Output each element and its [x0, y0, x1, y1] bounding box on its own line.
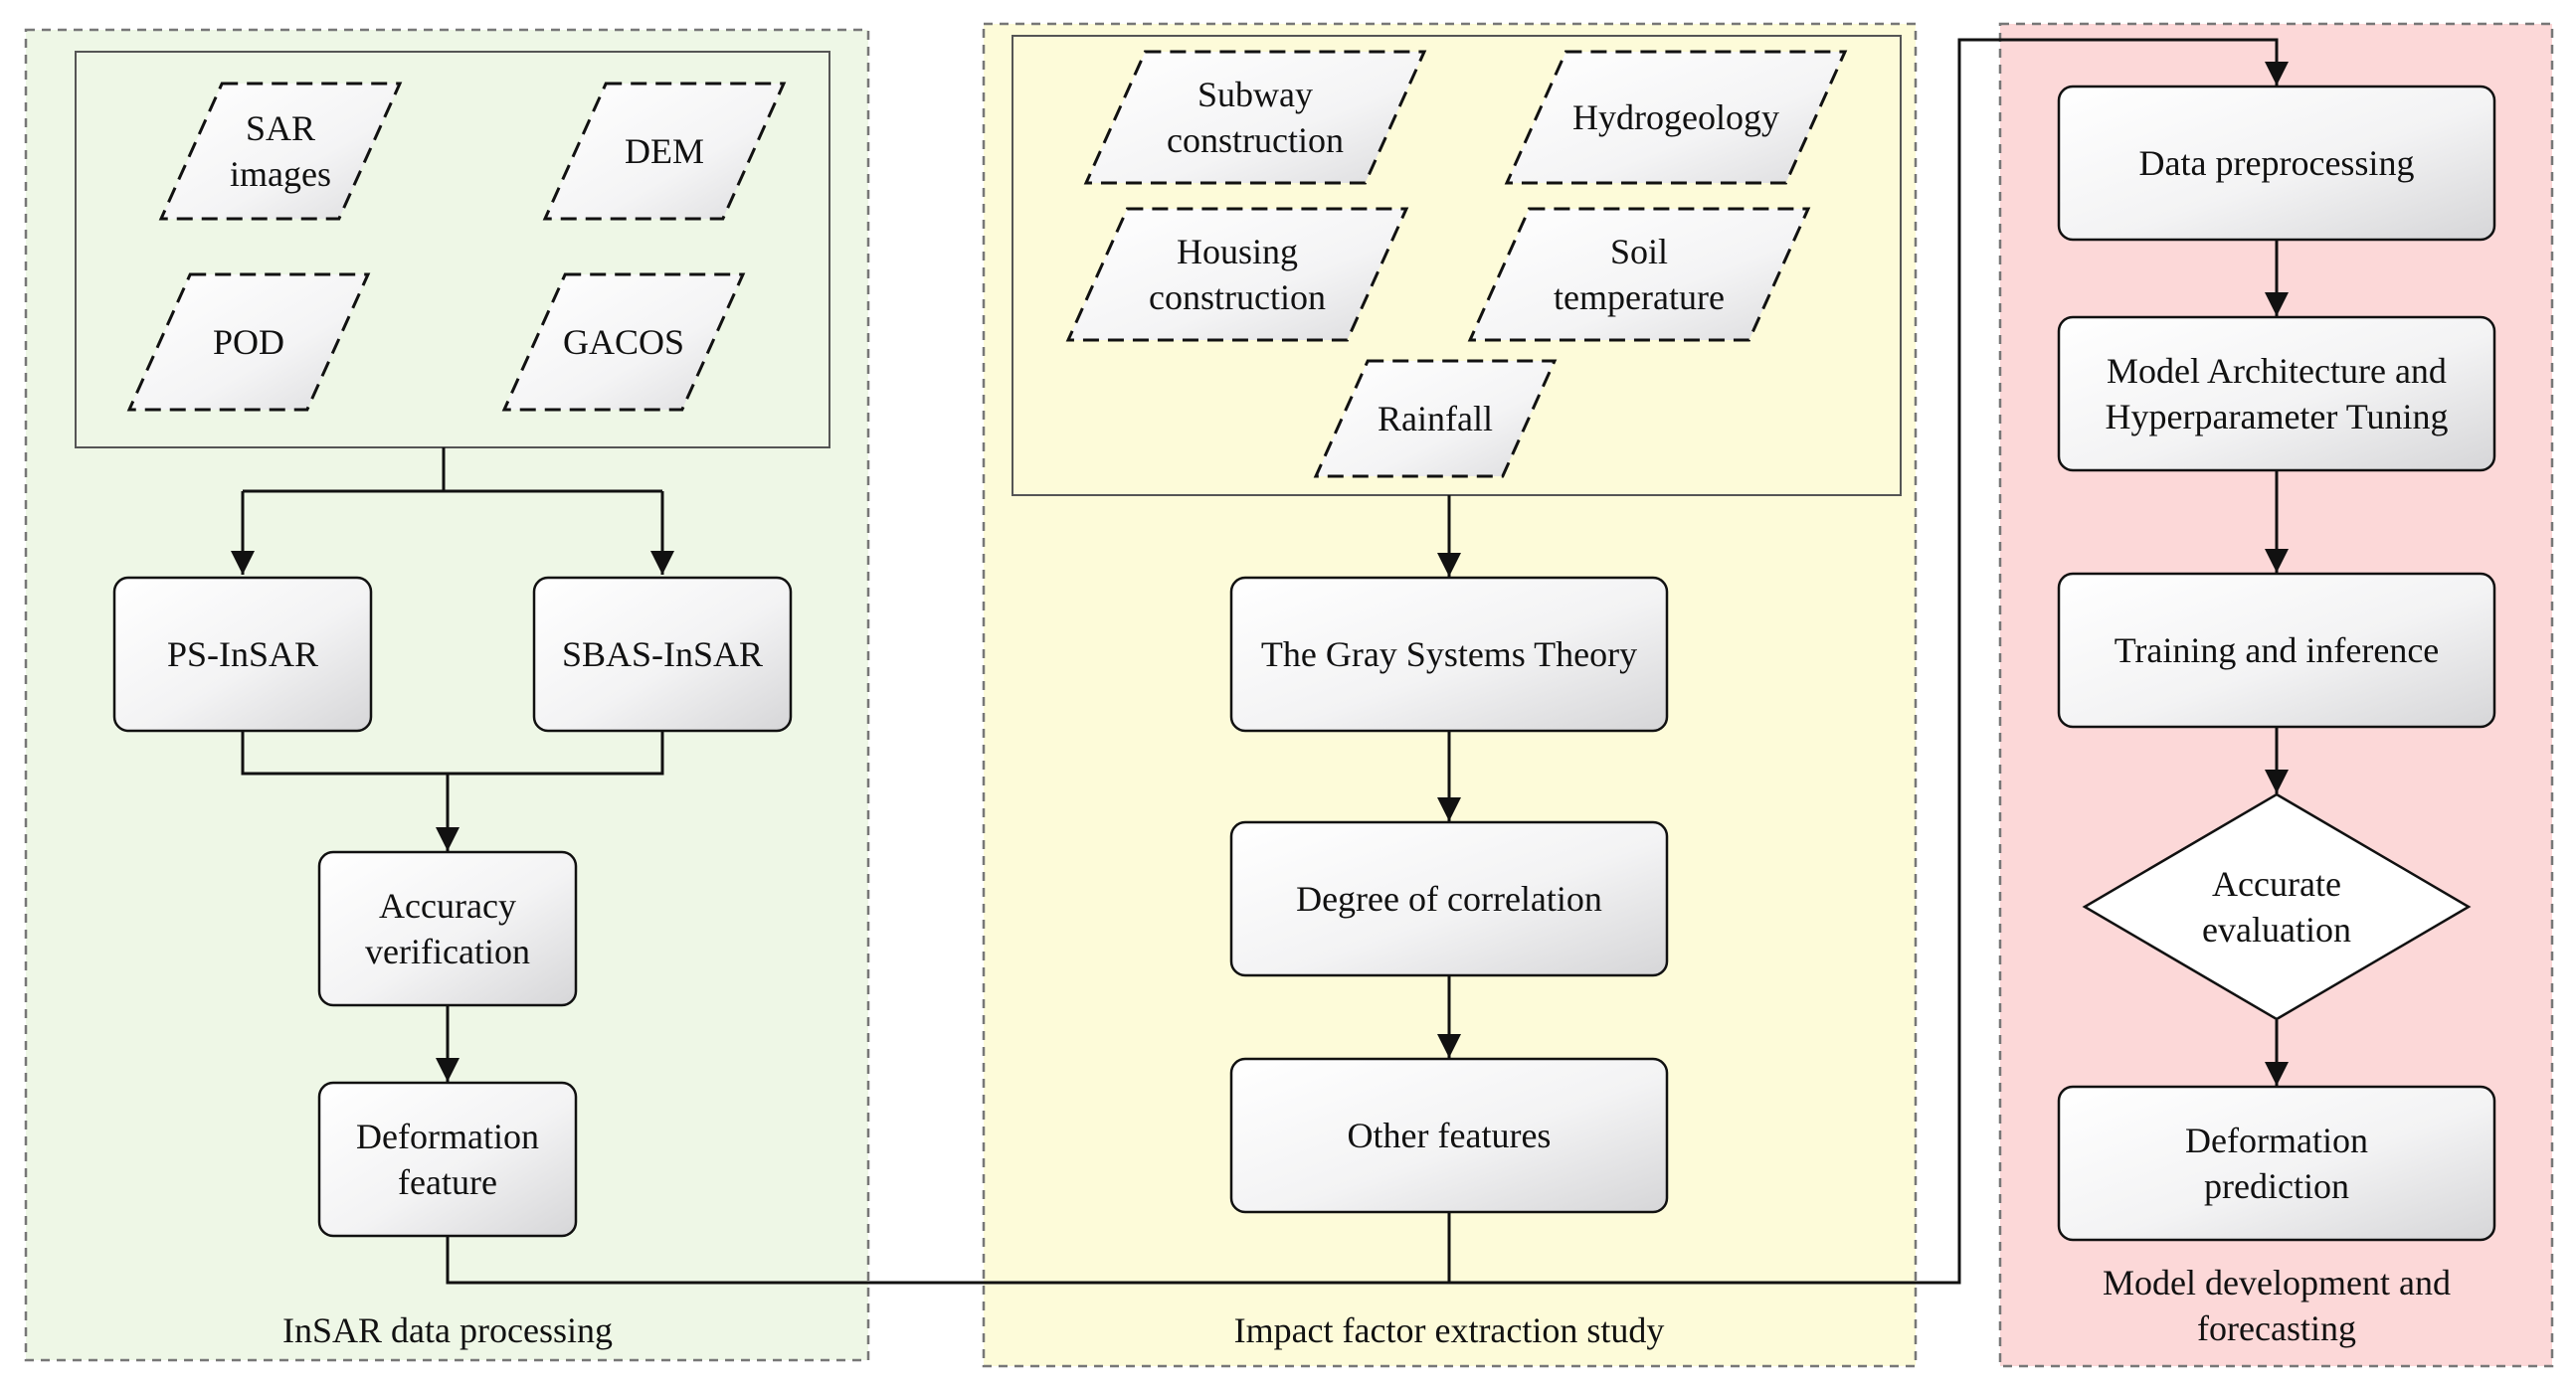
hydrogeology-label: Hydrogeology — [1572, 97, 1779, 137]
deformation-feature-label: feature — [398, 1162, 497, 1202]
sbas-insar-shape — [532, 576, 793, 733]
other-features-node: Other features — [1229, 1057, 1669, 1214]
impact-panel-title: Impact factor extraction study — [1234, 1310, 1665, 1350]
sar-images-label: images — [230, 154, 331, 194]
diagram-nodes: SAR images DEM POD GACOS PS-InSAR SBAS-InSAR Ac… — [112, 50, 2496, 1242]
sbas-insar-label: SBAS-InSAR — [562, 634, 763, 674]
degree-of-correlation-node: Degree of correlation — [1229, 820, 1669, 977]
training-inference-node: Training and inference — [2057, 572, 2496, 729]
model-panel-title-line2: forecasting — [2197, 1308, 2356, 1348]
dem-node: DEM — [542, 82, 787, 221]
pod-node: POD — [126, 272, 371, 412]
model-architecture-label: Model Architecture and — [2107, 351, 2447, 391]
connectors — [231, 38, 2289, 1285]
rainfall-node: Rainfall — [1313, 359, 1558, 478]
accuracy-verification-node: Accuracy verification — [317, 850, 578, 1007]
soil-temperature-shape — [1467, 207, 1811, 342]
deformation-feature-node: Deformation feature — [317, 1081, 578, 1238]
housing-construction-label: construction — [1149, 277, 1326, 317]
rainfall-shape — [1313, 359, 1558, 478]
housing-construction-shape — [1065, 207, 1409, 342]
model-panel-title-line1: Model development and — [2103, 1263, 2451, 1302]
data-preprocessing-shape — [2057, 85, 2496, 242]
hydrogeology-node: Hydrogeology — [1504, 50, 1848, 185]
gray-systems-theory-shape — [1229, 576, 1669, 733]
accuracy-verification-shape — [317, 850, 578, 1007]
dem-shape — [542, 82, 787, 221]
other-features-label: Other features — [1348, 1116, 1552, 1155]
accuracy-verification-label: Accuracy — [379, 886, 516, 926]
training-inference-shape — [2057, 572, 2496, 729]
gacos-label: GACOS — [563, 322, 684, 362]
gacos-node: GACOS — [501, 272, 746, 412]
deformation-feature-shape — [317, 1081, 578, 1238]
sar-images-node: SAR images — [158, 82, 403, 221]
accurate-evaluation-shape — [2082, 792, 2472, 1021]
subway-construction-shape — [1083, 50, 1427, 185]
accuracy-verification-label: verification — [365, 932, 530, 971]
impact-inputs-frame — [1012, 35, 1902, 496]
degree-of-correlation-shape — [1229, 820, 1669, 977]
gray-systems-theory-label: The Gray Systems Theory — [1261, 634, 1637, 674]
deformation-prediction-label: Deformation — [2185, 1121, 2368, 1160]
insar-inputs-frame — [75, 51, 830, 448]
degree-of-correlation-label: Degree of correlation — [1296, 879, 1602, 919]
subway-construction-label: construction — [1167, 120, 1344, 160]
gray-systems-theory-node: The Gray Systems Theory — [1229, 576, 1669, 733]
soil-temperature-label: Soil — [1610, 232, 1668, 271]
deformation-prediction-node: Deformation prediction — [2057, 1085, 2496, 1242]
training-inference-label: Training and inference — [2115, 630, 2440, 670]
gacos-shape — [501, 272, 746, 412]
rainfall-label: Rainfall — [1378, 399, 1493, 438]
model-architecture-shape — [2057, 315, 2496, 472]
pod-shape — [126, 272, 371, 412]
accurate-evaluation-label: Accurate — [2212, 864, 2341, 904]
dem-label: DEM — [625, 131, 704, 171]
data-preprocessing-node: Data preprocessing — [2057, 85, 2496, 242]
sbas-insar-node: SBAS-InSAR — [532, 576, 793, 733]
housing-construction-node: Housing construction — [1065, 207, 1409, 342]
deformation-prediction-shape — [2057, 1085, 2496, 1242]
soil-temperature-node: Soil temperature — [1467, 207, 1811, 342]
deformation-prediction-label: prediction — [2204, 1166, 2349, 1206]
deformation-feature-label: Deformation — [356, 1117, 539, 1156]
insar-panel-title: InSAR data processing — [282, 1310, 613, 1350]
housing-construction-label: Housing — [1177, 232, 1298, 271]
ps-insar-node: PS-InSAR — [112, 576, 373, 733]
model-architecture-label: Hyperparameter Tuning — [2106, 397, 2449, 436]
accurate-evaluation-label: evaluation — [2202, 910, 2351, 950]
soil-temperature-label: temperature — [1554, 277, 1725, 317]
subway-construction-label: Subway — [1197, 75, 1313, 114]
subway-construction-node: Subway construction — [1083, 50, 1427, 185]
ps-insar-shape — [112, 576, 373, 733]
other-features-shape — [1229, 1057, 1669, 1214]
ps-insar-label: PS-InSAR — [167, 634, 318, 674]
accurate-evaluation-node: Accurate evaluation — [2082, 792, 2472, 1021]
sar-images-shape — [158, 82, 403, 221]
pod-label: POD — [213, 322, 284, 362]
data-preprocessing-label: Data preprocessing — [2139, 143, 2415, 183]
sar-images-label: SAR — [246, 108, 315, 148]
hydrogeology-shape — [1504, 50, 1848, 185]
